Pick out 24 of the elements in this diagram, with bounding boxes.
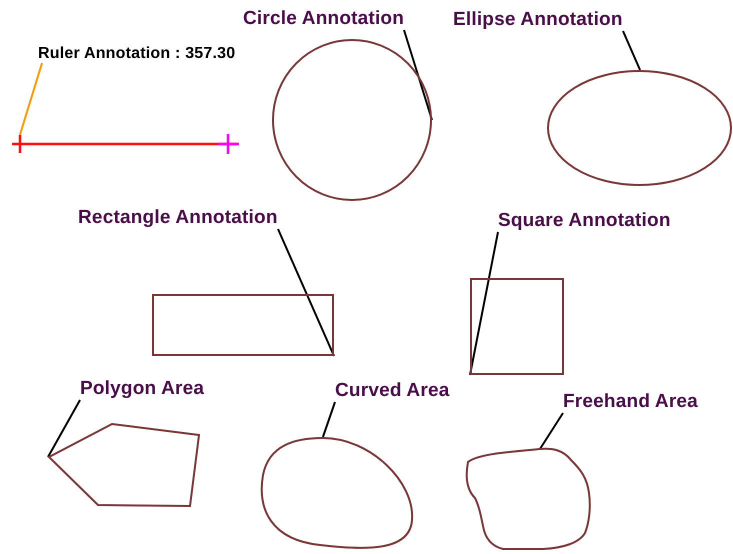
leader-line [322, 402, 336, 438]
leader-line [469, 232, 499, 376]
leader-line [47, 400, 81, 458]
annotation-label: Square Annotation [498, 210, 671, 232]
ellipse-outline [547, 70, 732, 186]
annotation-label: Rectangle Annotation [78, 207, 278, 229]
leader-line [277, 228, 335, 356]
polygon-outline [48, 423, 200, 507]
annotation-label: Ellipse Annotation [453, 9, 623, 31]
annotation-label: Circle Annotation [243, 8, 404, 30]
leader-line [403, 30, 433, 120]
rectangle-outline [470, 278, 564, 375]
annotation-label: Curved Area [335, 380, 450, 402]
freehand-outline [463, 448, 593, 550]
annotation-label: Ruler Annotation : 357.30 [38, 45, 236, 63]
leader-line [18, 62, 43, 136]
rectangle-outline [152, 294, 334, 356]
leader-line [539, 412, 564, 450]
ruler-line [10, 132, 240, 156]
leader-line [622, 30, 641, 70]
annotation-label: Polygon Area [80, 378, 204, 400]
curved-outline [260, 437, 415, 552]
circle-outline [272, 39, 432, 201]
annotation-label: Freehand Area [563, 391, 698, 413]
